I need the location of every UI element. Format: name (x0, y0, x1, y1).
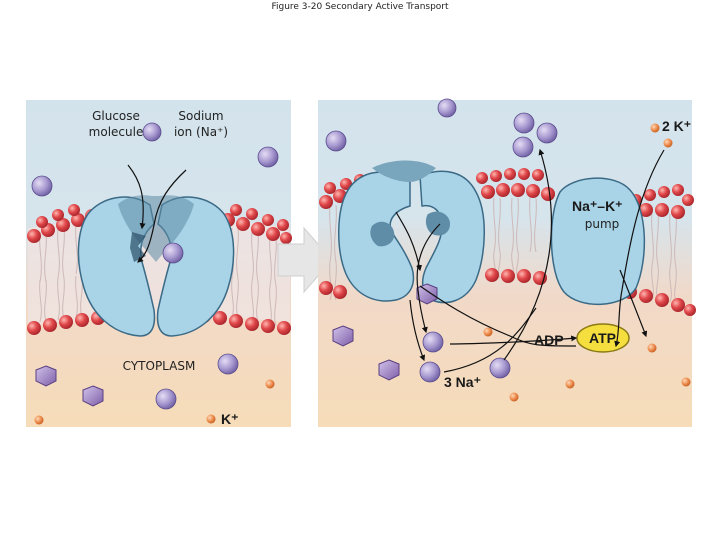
cytoplasm-label: CYTOPLASM (110, 358, 208, 374)
potassium-label-left: K⁺ (221, 411, 239, 428)
three-sodium-label: 3 Na⁺ (444, 374, 481, 391)
sodium-label-line2: ion (Na⁺) (168, 124, 234, 140)
left-panel (26, 100, 292, 427)
glucose-molecule-label: Glucose molecule (84, 108, 148, 140)
right-panel (318, 99, 696, 427)
atp-label: ATP (589, 330, 616, 346)
sodium-label-line1: Sodium (168, 108, 234, 124)
two-potassium-label: 2 K⁺ (662, 118, 691, 135)
sodium-ion-label: Sodium ion (Na⁺) (168, 108, 234, 140)
adp-label: ADP (534, 332, 564, 348)
pump-label: Na⁺–K⁺ (572, 198, 623, 215)
pump-label-line2: pump (566, 216, 638, 232)
glucose-label-line1: Glucose (84, 108, 148, 124)
pump-label-line1: Na⁺–K⁺ (572, 198, 623, 215)
glucose-label-line2: molecule (84, 124, 148, 140)
